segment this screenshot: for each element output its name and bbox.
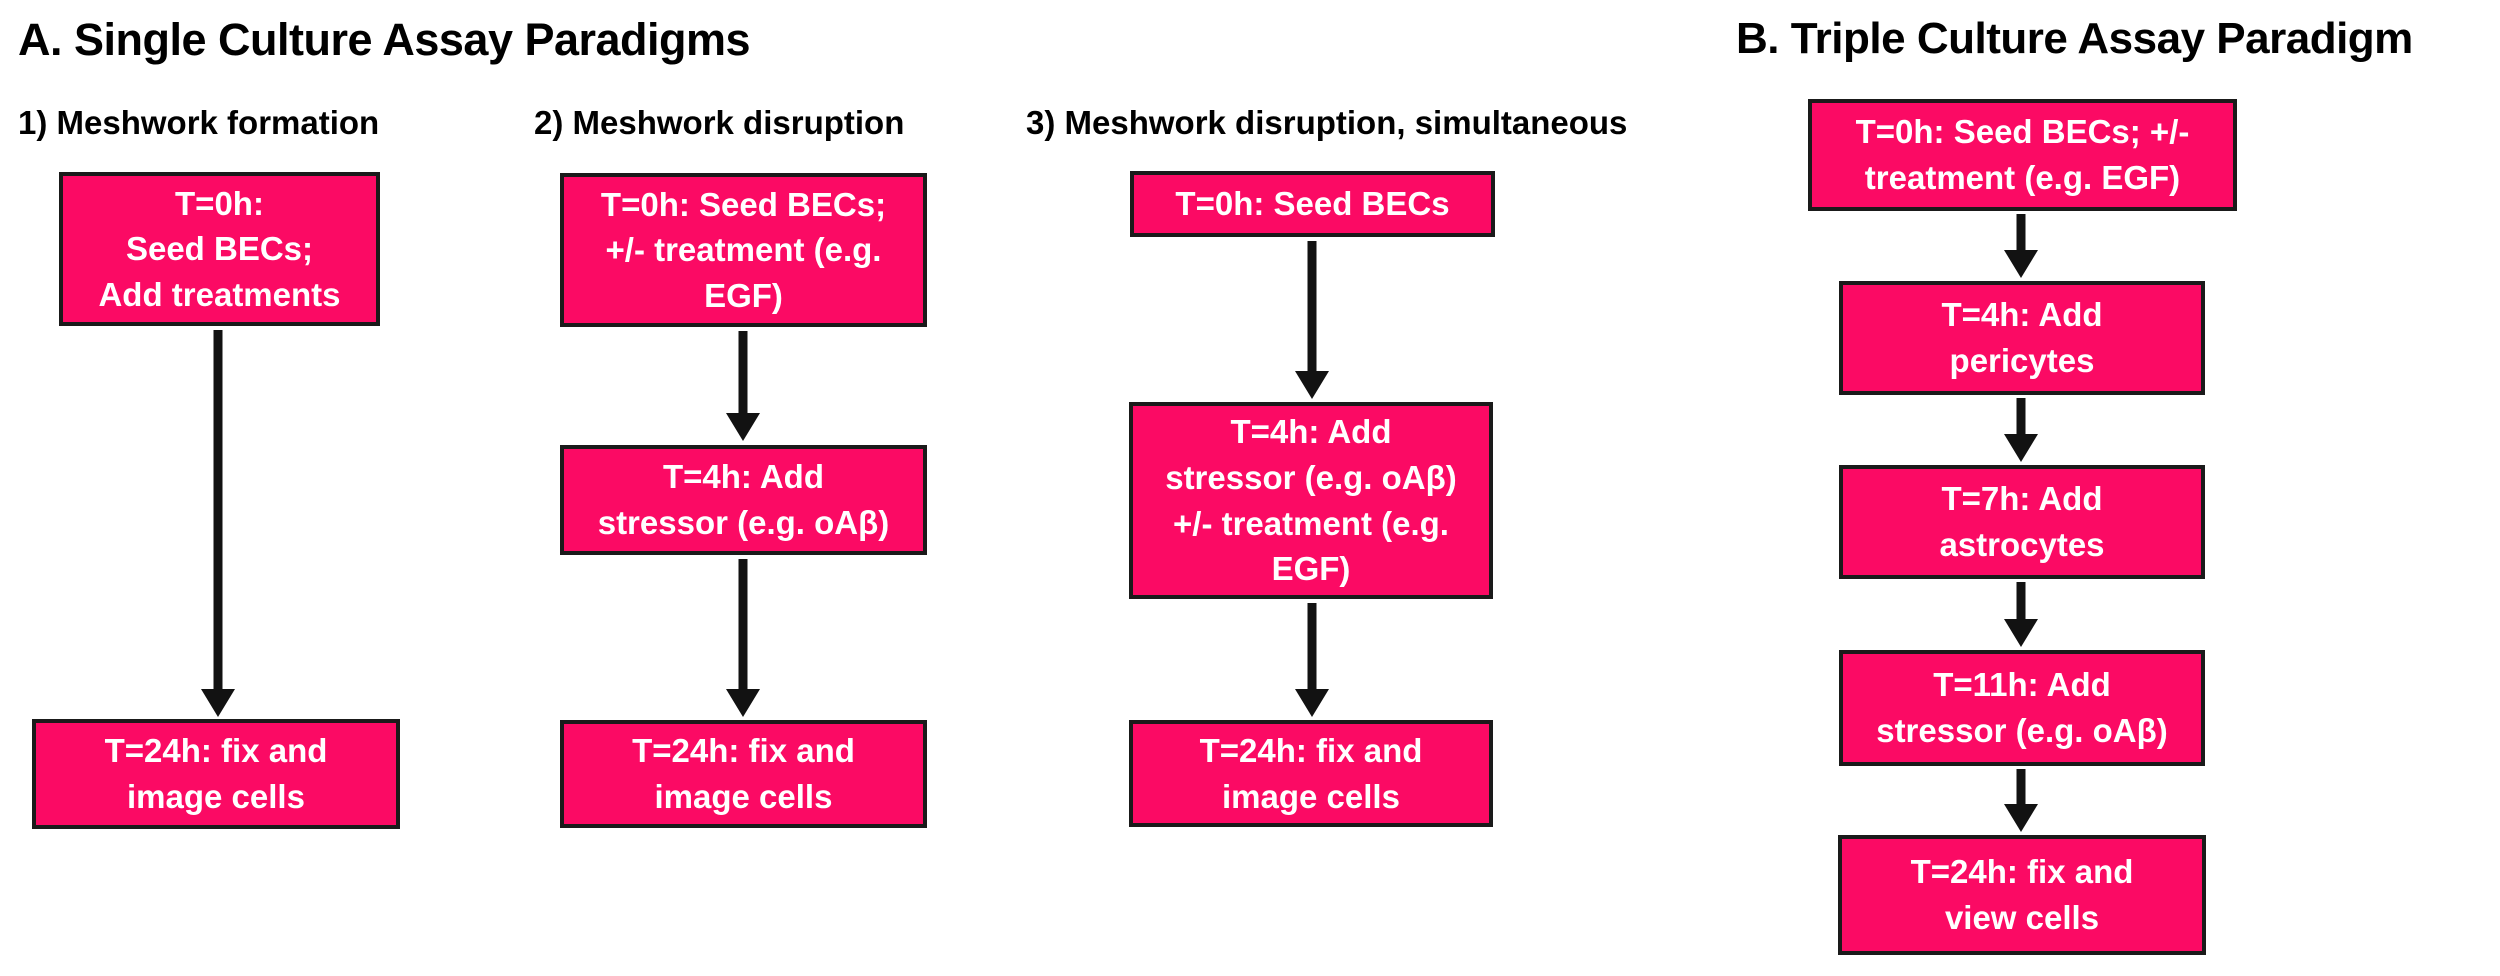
arrow-stem bbox=[2016, 582, 2026, 621]
arrow-head-icon bbox=[726, 689, 760, 717]
step-box-a2-stressor: T=4h: Add stressor (e.g. oAβ) bbox=[560, 445, 927, 555]
step-box-a1-fix: T=24h: fix and image cells bbox=[32, 719, 400, 829]
flow-arrow-a3-2 bbox=[1295, 603, 1329, 717]
step-box-a2-fix: T=24h: fix and image cells bbox=[560, 720, 927, 828]
arrow-head-icon bbox=[2004, 434, 2038, 462]
arrow-head-icon bbox=[1295, 371, 1329, 399]
step-box-a1-seed: T=0h: Seed BECs; Add treatments bbox=[59, 172, 380, 326]
flow-arrow-b2 bbox=[2004, 398, 2038, 462]
step-box-b-stressor: T=11h: Add stressor (e.g. oAβ) bbox=[1839, 650, 2205, 766]
arrow-stem bbox=[1307, 241, 1317, 373]
arrow-stem bbox=[2016, 214, 2026, 252]
arrow-stem bbox=[1307, 603, 1317, 691]
step-box-b-astrocytes: T=7h: Add astrocytes bbox=[1839, 465, 2205, 579]
step-box-b-seed: T=0h: Seed BECs; +/- treatment (e.g. EGF… bbox=[1808, 99, 2237, 211]
paradigm-1-header: 1) Meshwork formation bbox=[18, 104, 380, 141]
flow-arrow-b1 bbox=[2004, 214, 2038, 278]
step-box-a2-seed: T=0h: Seed BECs; +/- treatment (e.g. EGF… bbox=[560, 173, 927, 327]
flow-arrow-b4 bbox=[2004, 769, 2038, 832]
step-box-a3-seed: T=0h: Seed BECs bbox=[1130, 171, 1495, 237]
arrow-stem bbox=[213, 330, 223, 691]
arrow-head-icon bbox=[201, 689, 235, 717]
arrow-stem bbox=[738, 331, 748, 415]
arrow-head-icon bbox=[726, 413, 760, 441]
flow-arrow-b3 bbox=[2004, 582, 2038, 647]
arrow-stem bbox=[2016, 769, 2026, 806]
arrow-head-icon bbox=[2004, 250, 2038, 278]
arrow-head-icon bbox=[1295, 689, 1329, 717]
arrow-stem bbox=[738, 559, 748, 691]
paradigm-3-header: 3) Meshwork disruption, simultaneous bbox=[1026, 104, 1628, 141]
flow-arrow-a2-2 bbox=[726, 559, 760, 717]
step-box-a3-fix: T=24h: fix and image cells bbox=[1129, 720, 1493, 827]
arrow-head-icon bbox=[2004, 619, 2038, 647]
step-box-b-pericytes: T=4h: Add pericytes bbox=[1839, 281, 2205, 395]
section-a-title: A. Single Culture Assay Paradigms bbox=[18, 14, 751, 65]
arrow-stem bbox=[2016, 398, 2026, 436]
flow-arrow-a3-1 bbox=[1295, 241, 1329, 399]
step-box-b-fix: T=24h: fix and view cells bbox=[1838, 835, 2206, 955]
arrow-head-icon bbox=[2004, 804, 2038, 832]
paradigm-2-header: 2) Meshwork disruption bbox=[534, 104, 905, 141]
flow-arrow-a2-1 bbox=[726, 331, 760, 441]
step-box-a3-stressor: T=4h: Add stressor (e.g. oAβ) +/- treatm… bbox=[1129, 402, 1493, 599]
section-b-title: B. Triple Culture Assay Paradigm bbox=[1736, 14, 2413, 63]
flow-arrow-a1 bbox=[201, 330, 235, 717]
